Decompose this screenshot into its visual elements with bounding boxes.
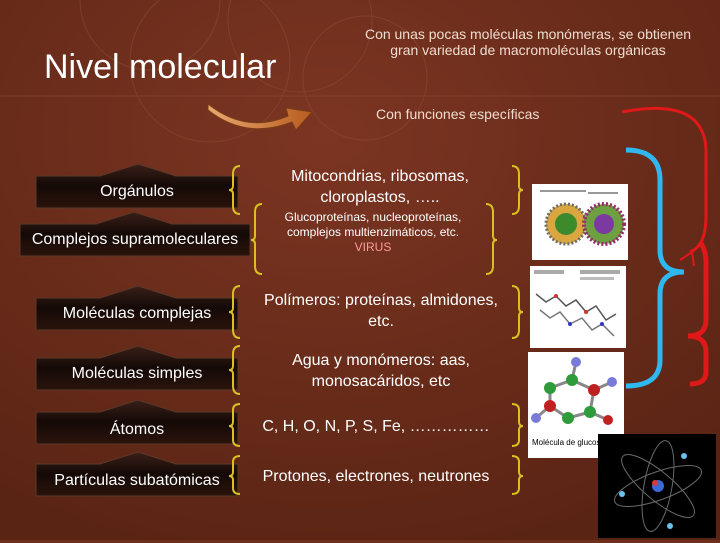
polymer-image (530, 266, 626, 348)
desc-moleculas-simples: Agua y monómeros: aas, monosacáridos, et… (292, 352, 470, 390)
level-complejos-supramoleculares: Complejos supramoleculares (31, 231, 239, 248)
desc-complejos-text: Glucoproteínas, nucleoproteínas, complej… (284, 210, 462, 239)
level-organulos: Orgánulos (100, 183, 174, 200)
organelles-image (532, 184, 628, 260)
desc-complejos-supramoleculares: Glucoproteínas, nucleoproteínas, complej… (272, 210, 474, 255)
level-atomos: Átomos (109, 421, 165, 438)
atom-image (598, 434, 716, 538)
desc-organulos: Mitocondrias, ribosomas, cloroplastos, …… (291, 168, 469, 206)
intro-text: Con unas pocas moléculas monómeras, se o… (364, 26, 692, 58)
level-moleculas-complejas: Moléculas complejas (62, 305, 212, 322)
desc-particulas-subatomicas: Protones, electrones, neutrones (262, 468, 490, 485)
desc-moleculas-complejas: Polímeros: proteínas, almidones, etc. (264, 292, 498, 330)
glucose-caption: Molécula de glucosa (532, 438, 605, 447)
curved-arrow-icon (207, 102, 313, 131)
functions-label: Con funciones específicas (376, 106, 540, 122)
level-particulas-subatomicas: Partículas subatómicas (54, 472, 220, 489)
desc-virus-highlight: VIRUS (354, 240, 392, 254)
level-moleculas-simples: Moléculas simples (71, 365, 203, 382)
desc-atomos: C, H, O, N, P, S, Fe, …………… (262, 418, 490, 435)
page-title: Nivel molecular (44, 48, 277, 86)
glucose-molecule-image: Molécula de glucosa (528, 352, 624, 458)
